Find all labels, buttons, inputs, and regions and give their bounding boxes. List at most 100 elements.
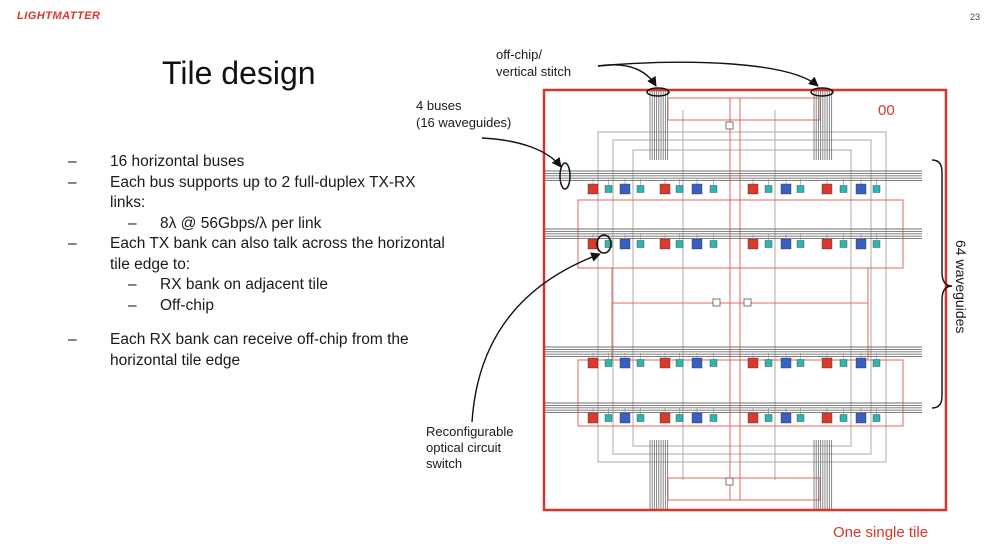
tx-bank — [821, 183, 833, 195]
bullet-text: Each TX bank can also talk across the ho… — [110, 235, 445, 252]
rx-bank — [780, 238, 792, 250]
tile-caption: One single tile — [833, 524, 928, 541]
bus-ellipse — [559, 162, 571, 190]
bullet-text: horizontal tile edge — [110, 351, 241, 369]
tx-bank — [747, 238, 759, 250]
switch-element — [709, 240, 718, 248]
bullet-text: Off-chip — [160, 296, 214, 314]
switch-element — [872, 240, 881, 248]
rx-bank — [691, 357, 703, 369]
bullet-dash: – — [68, 153, 77, 170]
tx-bank — [747, 412, 759, 424]
page-number: 23 — [969, 12, 980, 22]
switch-element — [796, 359, 805, 367]
bullet-item: – Each RX bank can receive off-chip from … — [68, 330, 445, 351]
rx-bank — [855, 357, 867, 369]
tx-bank — [821, 357, 833, 369]
brand-logo: LIGHTMATTER — [17, 10, 101, 22]
switch-ellipse — [596, 234, 612, 254]
rx-bank — [691, 412, 703, 424]
red-routing — [577, 97, 904, 501]
rx-bank — [691, 238, 703, 250]
switch-label-1: Reconfigurable — [426, 424, 513, 439]
offchip-label-1: off-chip/ — [496, 47, 542, 62]
switch-element — [839, 414, 848, 422]
tx-bank — [587, 357, 599, 369]
switch-element — [604, 185, 613, 193]
tx-bank — [659, 357, 671, 369]
switch-element — [764, 414, 773, 422]
tx-bank — [821, 238, 833, 250]
tx-bank — [747, 357, 759, 369]
tx-bank — [587, 412, 599, 424]
bullet-text: tile edge to: — [110, 255, 191, 273]
switch-label-3: switch — [426, 456, 462, 471]
rx-bank — [780, 412, 792, 424]
tx-bank — [659, 412, 671, 424]
bullet-dash: – — [128, 214, 137, 232]
bullet-item: – RX bank on adjacent tile — [68, 275, 445, 296]
bullet-list: – 16 horizontal buses – Each bus supports u… — [68, 152, 445, 371]
switch-element — [709, 359, 718, 367]
rx-bank — [619, 357, 631, 369]
bullet-text: 16 horizontal buses — [110, 153, 245, 170]
rx-bank — [855, 238, 867, 250]
bullet-text: Each RX bank can receive off-chip from t… — [110, 331, 409, 348]
switch-element — [839, 359, 848, 367]
switch-element — [839, 240, 848, 248]
switch-element — [709, 414, 718, 422]
bullet-text: 8λ @ 56Gbps/λ per link — [160, 214, 322, 232]
tx-bank — [659, 183, 671, 195]
tx-bank — [821, 412, 833, 424]
switch-element — [675, 359, 684, 367]
horizontal-buses — [544, 170, 922, 414]
switch-element — [796, 240, 805, 248]
offchip-label-2: vertical stitch — [496, 64, 571, 79]
waveguides-label: 64 waveguides — [953, 240, 969, 333]
switch-element — [675, 185, 684, 193]
bullet-item: – 8λ @ 56Gbps/λ per link — [68, 214, 445, 235]
bullet-dash: – — [68, 331, 77, 348]
tx-bank — [747, 183, 759, 195]
bullet-item: – Each TX bank can also talk across the h… — [68, 234, 445, 255]
inner-routing — [597, 110, 887, 480]
switch-element — [675, 240, 684, 248]
switch-element — [675, 414, 684, 422]
switch-element — [839, 185, 848, 193]
tile-id: 00 — [878, 102, 895, 119]
transceiver-banks — [587, 179, 881, 424]
tx-bank — [659, 238, 671, 250]
switch-element — [872, 414, 881, 422]
rx-bank — [619, 412, 631, 424]
bullet-text: links: — [110, 194, 146, 211]
rx-bank — [855, 183, 867, 195]
bullet-item: – 16 horizontal buses — [68, 152, 445, 173]
bullet-text: RX bank on adjacent tile — [160, 276, 329, 293]
switch-element — [764, 185, 773, 193]
waveguides-brace — [931, 159, 953, 409]
rx-bank — [780, 183, 792, 195]
bullet-item: horizontal tile edge — [68, 351, 445, 372]
switch-element — [636, 185, 645, 193]
tile-outline — [542, 88, 948, 512]
bullet-item: – Each bus supports up to 2 full-duplex T… — [68, 173, 445, 194]
switch-squares — [712, 121, 752, 486]
switch-element — [872, 185, 881, 193]
bullet-dash: – — [68, 235, 77, 252]
rx-bank — [619, 238, 631, 250]
buses-label-1: 4 buses — [416, 98, 462, 113]
rx-bank — [855, 412, 867, 424]
bullet-dash: – — [68, 173, 77, 191]
rx-bank — [691, 183, 703, 195]
tx-bank — [587, 183, 599, 195]
switch-element — [636, 359, 645, 367]
callout-arrows — [471, 61, 819, 423]
bullet-dash: – — [128, 296, 137, 314]
bullet-dash: – — [128, 276, 137, 293]
switch-element — [604, 359, 613, 367]
switch-element — [764, 359, 773, 367]
rx-bank — [780, 357, 792, 369]
bullet-item: links: — [68, 193, 445, 214]
bullet-text: Each bus supports up to 2 full-duplex TX… — [110, 173, 416, 191]
